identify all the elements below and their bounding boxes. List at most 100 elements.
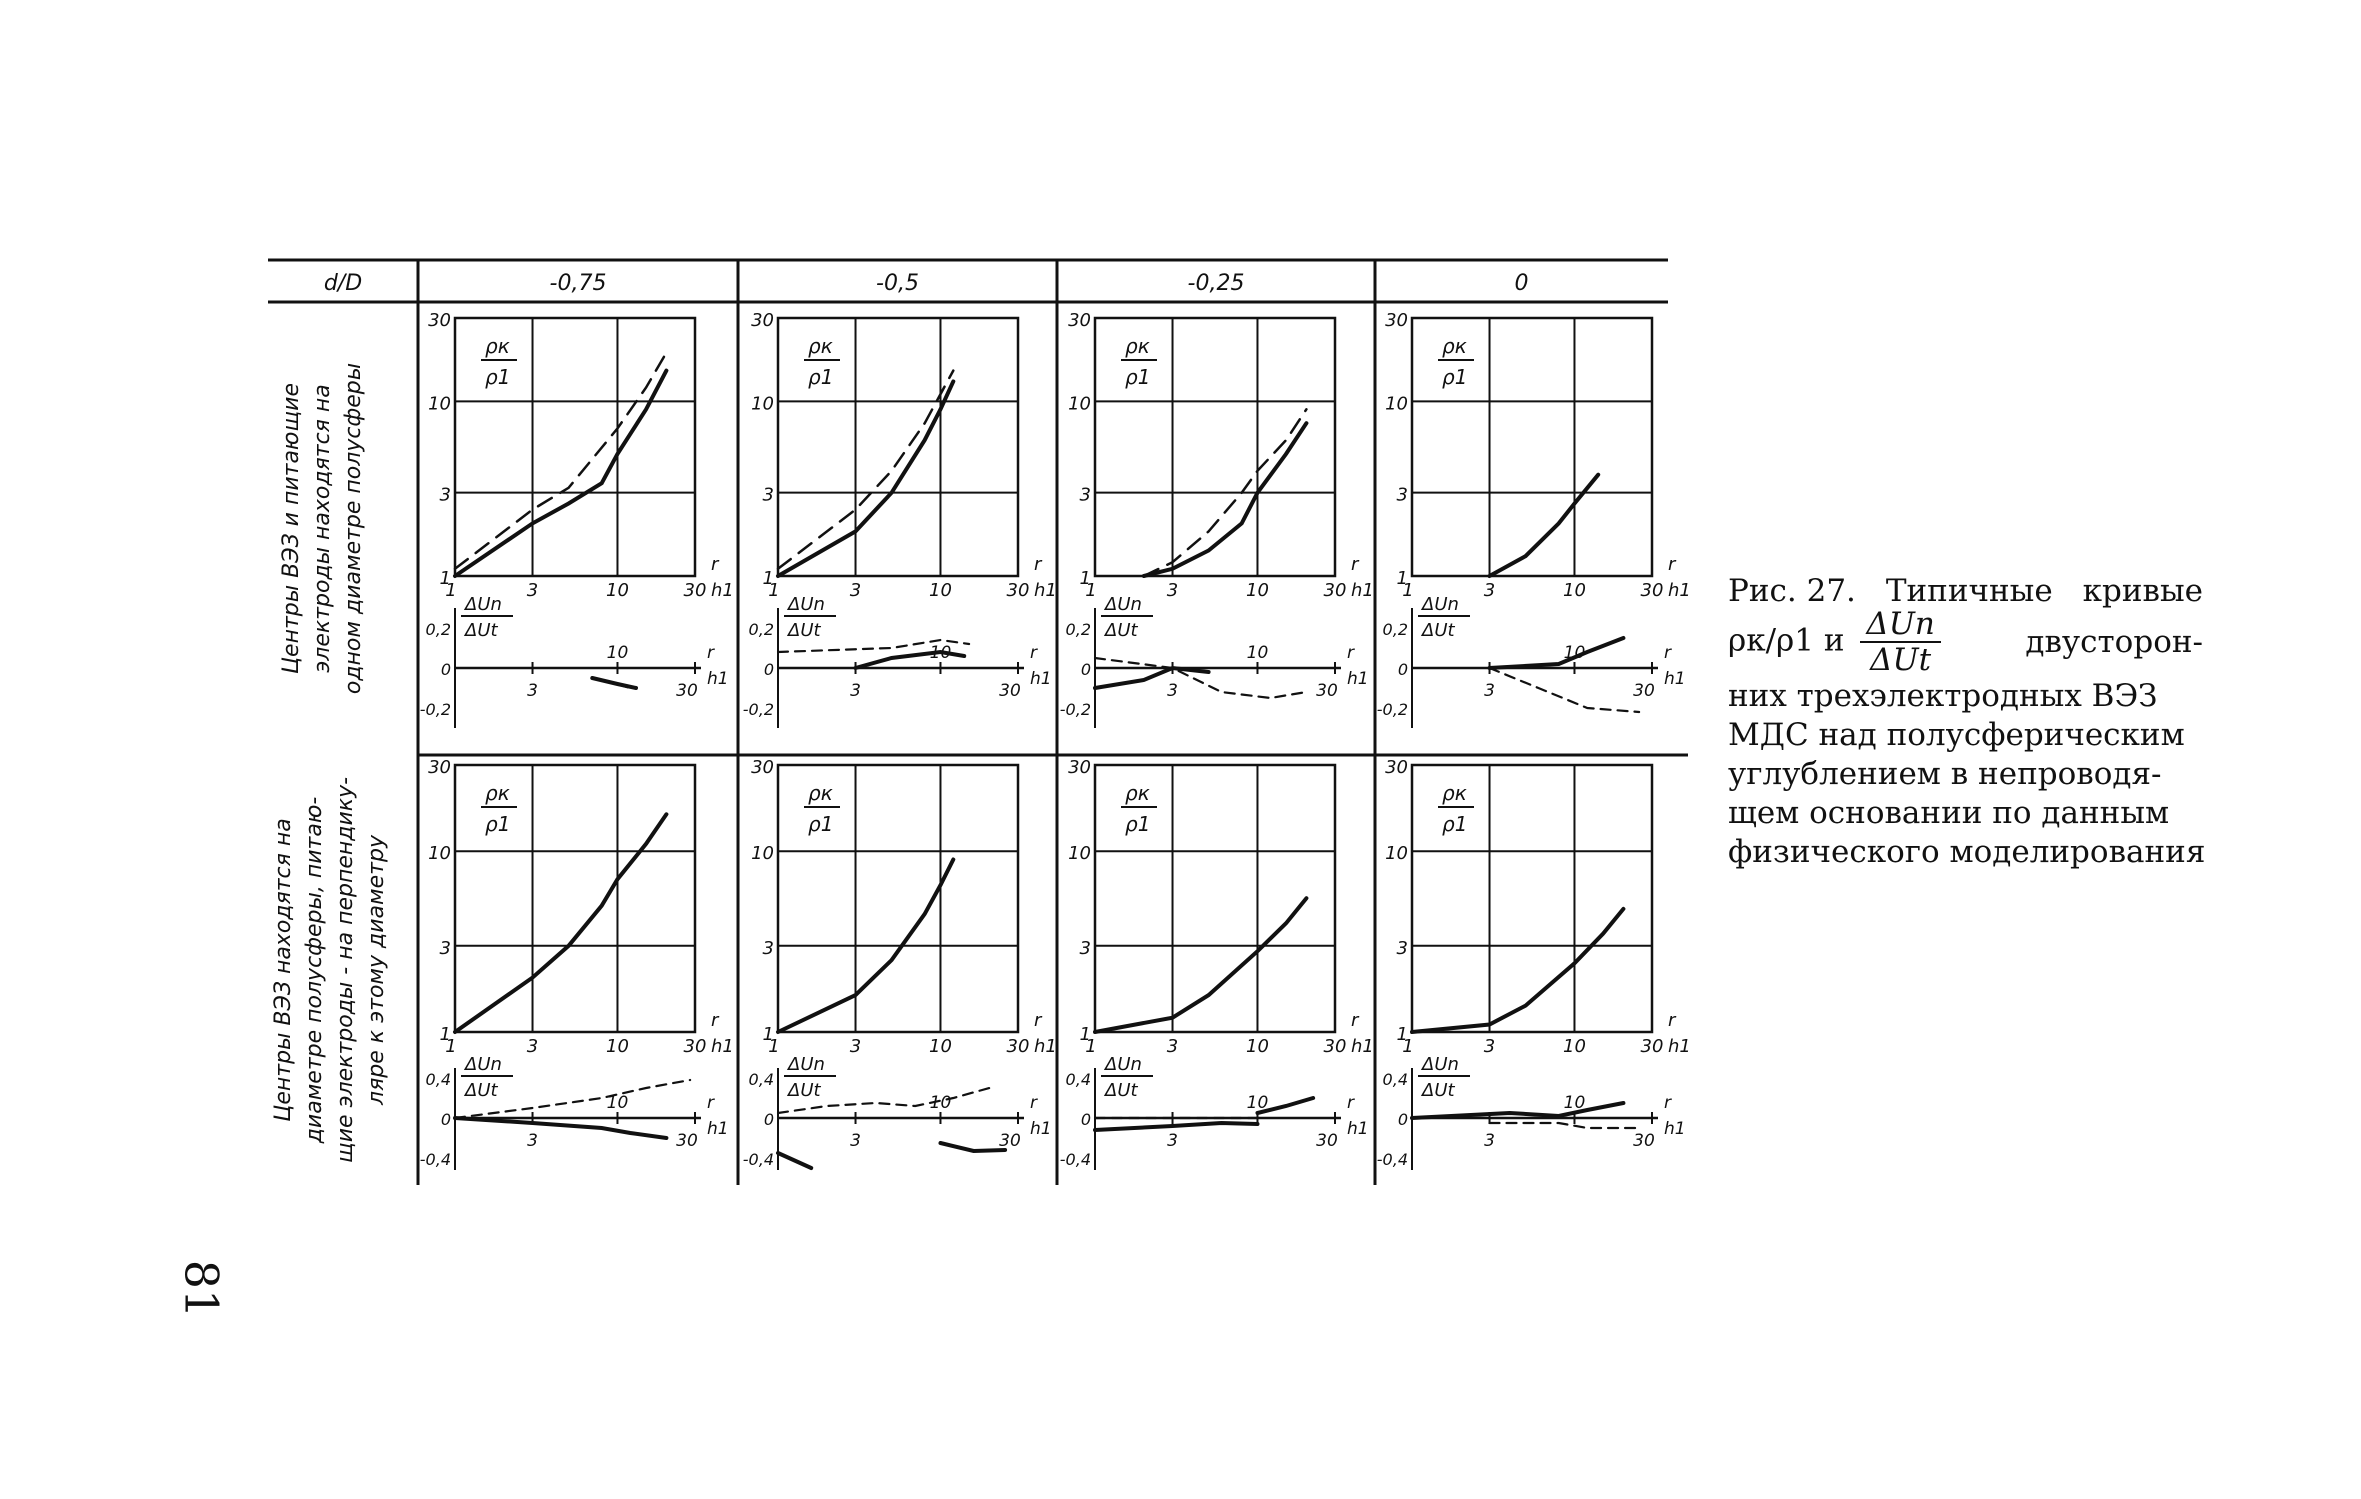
rho-label-numerator: ρк [485, 781, 510, 805]
rho-label-numerator: ρк [1442, 334, 1467, 358]
rho-label-numerator: ρк [1442, 781, 1467, 805]
du-x-label: 3 [1167, 681, 1178, 701]
du-tick-label: -0,2 [1377, 700, 1408, 719]
du-x-axis-numerator: r [1347, 1093, 1355, 1113]
rho-tick-label: 10 [751, 393, 774, 414]
x-tick-label: 30 [1641, 1036, 1664, 1057]
du-tick-label: 0,4 [426, 1070, 451, 1089]
du-x-axis-numerator: r [1030, 1093, 1038, 1113]
du-label-denominator: ΔUt [1420, 620, 1455, 641]
du-tick-label: 0,2 [1066, 620, 1091, 639]
rho-tick-label: 1 [1080, 568, 1091, 589]
du-x-label: 3 [527, 1131, 538, 1151]
column-header: -0,25 [1188, 271, 1245, 296]
rho-tick-label: 3 [1080, 938, 1091, 959]
caption-word-curves: кривые [2082, 573, 2203, 609]
du-x-label: 30 [676, 681, 698, 701]
du-x-axis-denominator: h1 [707, 1119, 729, 1139]
du-curve-solid [776, 1151, 814, 1170]
caption-line-6: щем основании по данным [1728, 795, 2170, 831]
du-x-label: 10 [1247, 643, 1269, 663]
du-x-label: 10 [930, 1093, 952, 1113]
page-number: 81 [174, 1259, 229, 1319]
du-curve-dashed [1488, 1121, 1641, 1130]
x-tick-label: 1 [1402, 580, 1413, 601]
du-x-axis-denominator: h1 [1347, 669, 1369, 689]
du-tick-label: -0,2 [420, 700, 451, 719]
rho-label-denominator: ρ1 [808, 812, 833, 836]
rho-tick-label: 10 [1385, 393, 1408, 414]
du-x-axis-denominator: h1 [1664, 669, 1686, 689]
row-label-line: одном диаметре полусферы [341, 363, 366, 694]
x-tick-label: 3 [850, 1036, 861, 1057]
rho-curve-solid [1487, 472, 1601, 578]
rho-tick-label: 30 [428, 310, 451, 331]
du-x-label: 10 [1564, 1093, 1586, 1113]
rho-curve-dashed [1142, 408, 1308, 578]
x-tick-label: 3 [527, 580, 538, 601]
table-grid [268, 258, 1688, 1185]
rho-label-numerator: ρк [1125, 781, 1150, 805]
x-tick-label: 3 [1484, 1036, 1495, 1057]
rho-label-denominator: ρ1 [808, 365, 833, 389]
du-curve-solid [1093, 665, 1211, 690]
du-curve-dashed [776, 638, 971, 654]
x-axis-label-denominator: h1 [1668, 1036, 1691, 1057]
x-tick-label: 30 [1007, 580, 1030, 601]
du-x-axis-numerator: r [707, 643, 715, 663]
x-tick-label: 1 [1085, 580, 1096, 601]
du-x-axis-denominator: h1 [1347, 1119, 1369, 1139]
caption-frac-denominator: ΔUt [1870, 642, 1932, 678]
du-x-label: 3 [1484, 681, 1495, 701]
du-x-label: 30 [1633, 1131, 1655, 1151]
du-x-label: 30 [676, 1131, 698, 1151]
du-tick-label: 0,4 [749, 1070, 774, 1089]
rho-curve-solid [776, 857, 956, 1034]
rho-label-numerator: ρк [1125, 334, 1150, 358]
du-tick-label: 0,4 [1383, 1070, 1408, 1089]
du-tick-label: 0 [764, 660, 774, 679]
rho-label-denominator: ρ1 [1442, 365, 1467, 389]
plot-frame [776, 316, 1020, 578]
rho-tick-label: 10 [428, 843, 451, 864]
du-tick-label: 0 [1081, 660, 1091, 679]
du-x-label: 10 [1247, 1093, 1269, 1113]
row-label-line: Центры ВЭЗ и питающие [279, 383, 304, 674]
du-label-numerator: ΔUn [1103, 1054, 1142, 1075]
x-axis-label-numerator: r [711, 554, 720, 575]
du-tick-label: 0,4 [1066, 1070, 1091, 1089]
x-tick-label: 10 [606, 1036, 629, 1057]
du-label-numerator: ΔUn [1420, 594, 1459, 615]
x-tick-label: 1 [768, 580, 779, 601]
du-label-denominator: ΔUt [1103, 1080, 1138, 1101]
du-curve-solid [1410, 1101, 1626, 1120]
du-label-numerator: ΔUn [1420, 1054, 1459, 1075]
rho-tick-label: 3 [440, 485, 451, 506]
caption-du-fraction: ΔUn ΔUt [1860, 607, 1941, 678]
du-label-numerator: ΔUn [463, 1054, 502, 1075]
rho-tick-label: 3 [1080, 485, 1091, 506]
rho-tick-label: 30 [1385, 757, 1408, 778]
du-x-label: 30 [1633, 681, 1655, 701]
x-tick-label: 30 [1641, 580, 1664, 601]
du-curve-dashed [1093, 656, 1308, 700]
du-x-label: 30 [1316, 1131, 1338, 1151]
du-x-axis-numerator: r [1664, 1093, 1672, 1113]
rho-label-denominator: ρ1 [1125, 812, 1150, 836]
x-tick-label: 1 [768, 1036, 779, 1057]
x-tick-label: 30 [1324, 580, 1347, 601]
caption-line-4: МДС над полусферическим [1728, 717, 2185, 753]
rho-tick-label: 30 [751, 310, 774, 331]
du-tick-label: 0,2 [426, 620, 451, 639]
rho-tick-label: 3 [1397, 938, 1408, 959]
plot-frame [776, 763, 1020, 1034]
x-tick-label: 10 [1563, 1036, 1586, 1057]
x-tick-label: 30 [1007, 1036, 1030, 1057]
du-tick-label: 0,2 [749, 620, 774, 639]
column-header: -0,75 [550, 271, 607, 296]
